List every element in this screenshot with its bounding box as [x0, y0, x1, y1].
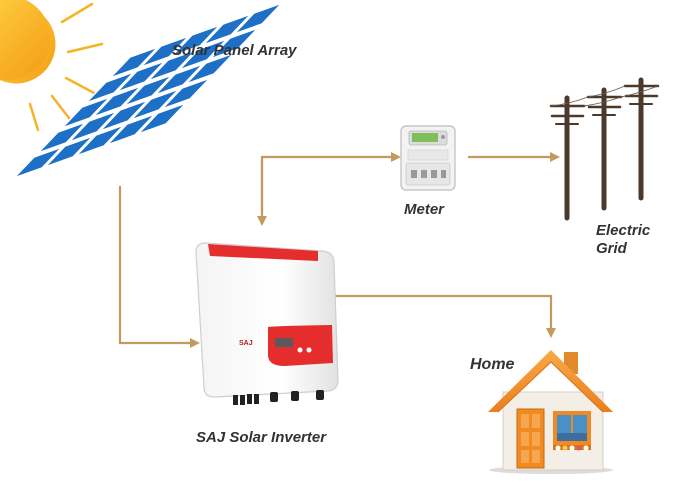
solar-panel-array	[13, 2, 283, 179]
inverter-to-meter-arrow	[260, 152, 401, 212]
solar-cell	[161, 77, 211, 110]
solar-cell	[123, 74, 173, 107]
electric-grid-poles-icon	[549, 77, 660, 221]
solar-cell	[109, 46, 159, 79]
solar-cell	[13, 146, 63, 179]
solar-cell	[75, 124, 125, 157]
solar-cell	[209, 27, 259, 60]
solar-inverter-label: SAJ Solar Inverter	[196, 429, 327, 446]
solar-cell	[61, 96, 111, 129]
solar-inverter-icon: SAJ	[195, 242, 339, 405]
solar-panel-array-label: Solar Panel Array	[172, 42, 297, 59]
solar-cell	[106, 113, 156, 146]
inverter-to-home-arrow	[334, 294, 556, 338]
solar-cell	[178, 38, 228, 71]
solar-cell	[116, 60, 166, 93]
sun-icon	[0, 0, 104, 132]
solar-cell	[140, 35, 190, 68]
solar-cell	[44, 135, 94, 168]
meter-label: Meter	[404, 201, 445, 218]
solar-cell	[233, 2, 283, 35]
solar-cell	[202, 13, 252, 46]
solar-cell	[92, 85, 142, 118]
solar-cell	[37, 121, 87, 154]
inverter-brand: SAJ	[239, 340, 253, 347]
solar-cell	[85, 71, 135, 104]
home-label: Home	[470, 356, 515, 373]
solar-cell	[154, 63, 204, 96]
panel-to-inverter-arrow	[118, 186, 200, 348]
meter-icon	[400, 125, 456, 191]
solar-cell	[137, 102, 187, 135]
solar-cell	[171, 24, 221, 57]
connectors	[118, 152, 560, 348]
solar-cell	[68, 110, 118, 143]
solar-cell	[147, 49, 197, 82]
home-icon	[488, 350, 613, 474]
solar-cell	[130, 88, 180, 121]
solar-cell	[185, 52, 235, 85]
solar-cell	[99, 99, 149, 132]
